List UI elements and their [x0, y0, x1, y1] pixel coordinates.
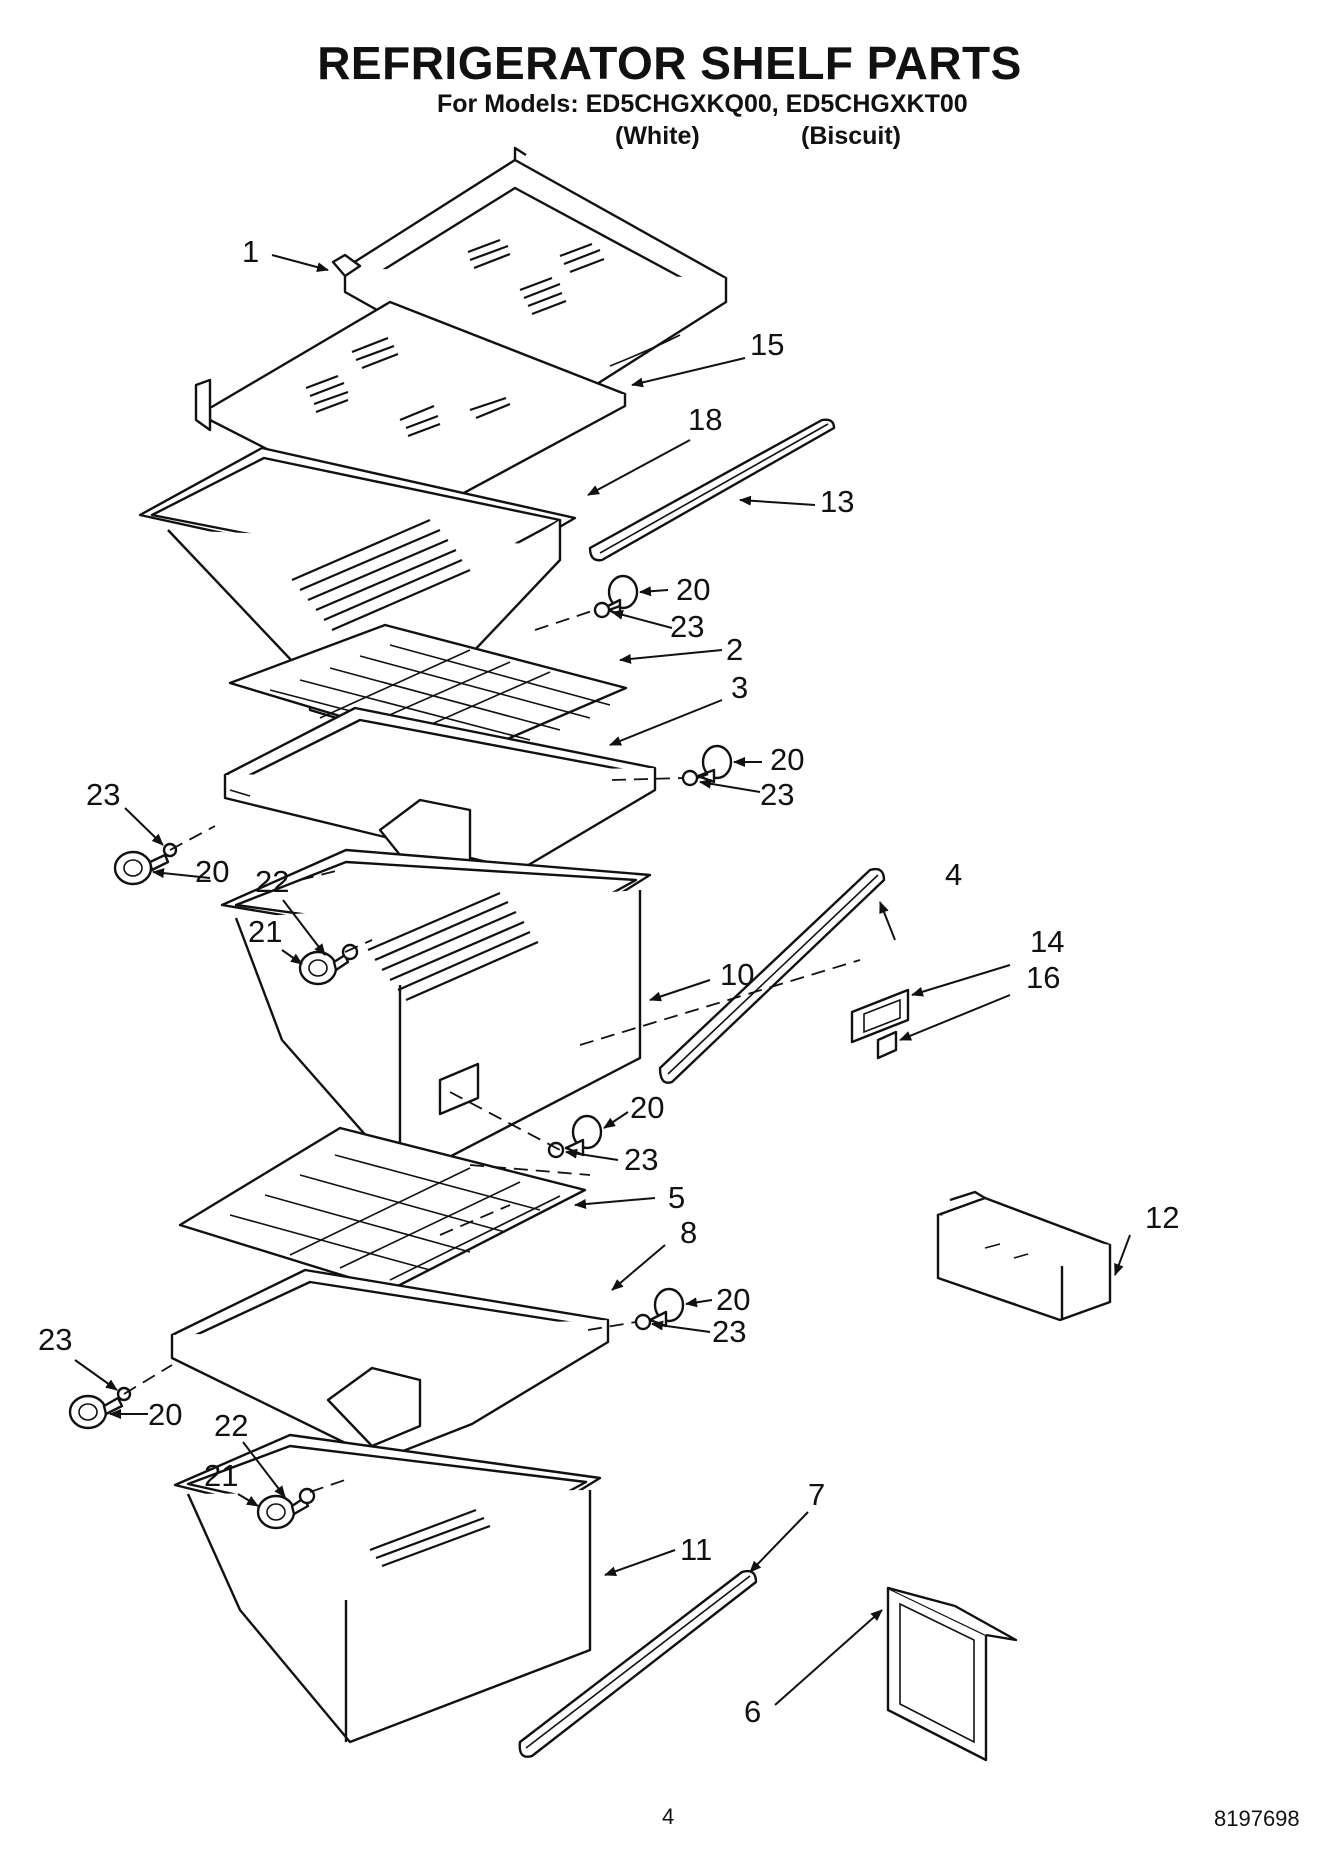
label-holder-part-6 [886, 1586, 1018, 1762]
callout-22-b: 22 [214, 1408, 248, 1443]
crisper-frame-part-8 [170, 1268, 610, 1462]
callout-23-a: 23 [670, 609, 704, 644]
screw-part-23-e [634, 1313, 652, 1331]
callout-10: 10 [720, 957, 754, 992]
callout-20-a: 20 [676, 572, 710, 607]
callout-20-b: 20 [770, 742, 804, 777]
models-line: For Models: ED5CHGXKQ00, ED5CHGXKT00 [437, 90, 968, 118]
callout-23-c: 23 [86, 777, 120, 812]
variant-white: (White) [615, 122, 700, 150]
assembly-dashed-lines [123, 609, 861, 1493]
callout-13: 13 [820, 484, 854, 519]
callout-12: 12 [1145, 1200, 1179, 1235]
clip-part-14 [850, 988, 910, 1044]
callout-7: 7 [808, 1477, 825, 1512]
door-bin-part-12 [936, 1190, 1112, 1322]
shelf-part-15 [194, 300, 627, 524]
callout-16: 16 [1026, 960, 1060, 995]
page-number: 4 [662, 1804, 675, 1829]
callout-20-d: 20 [630, 1090, 664, 1125]
callout-20-c: 20 [195, 854, 229, 889]
knob-part-20-e [648, 1287, 685, 1328]
callout-6: 6 [744, 1694, 761, 1729]
crisper-cover-glass-part-2 [228, 623, 628, 757]
callout-2: 2 [726, 632, 743, 667]
knob-part-20-c [113, 850, 170, 886]
callout-23-b: 23 [760, 777, 794, 812]
callout-1: 1 [242, 234, 259, 269]
knob-part-20-f [68, 1394, 124, 1430]
callout-8: 8 [680, 1215, 697, 1250]
screw-part-23-b [681, 769, 709, 787]
rail-part-4 [658, 867, 886, 1084]
callout-20-f: 20 [148, 1397, 182, 1432]
callout-3: 3 [731, 670, 748, 705]
callout-23-e: 23 [712, 1314, 746, 1349]
callout-23-d: 23 [624, 1142, 658, 1177]
callout-labels: 1 15 18 13 20 23 2 3 20 23 23 20 22 21 4… [38, 234, 1179, 1729]
knob-part-20-d [564, 1114, 603, 1157]
crisper-cover-glass-part-5 [178, 1126, 587, 1292]
callout-18: 18 [688, 402, 722, 437]
callout-22-a: 22 [255, 864, 289, 899]
callout-21-b: 21 [204, 1458, 238, 1493]
page-title: REFRIGERATOR SHELF PARTS [317, 37, 1022, 89]
upper-crisper-pan [138, 446, 577, 724]
callout-21-a: 21 [248, 914, 282, 949]
clip-part-16 [876, 1030, 898, 1060]
lower-crisper-pan-part-11 [173, 1433, 602, 1744]
callout-14: 14 [1030, 924, 1064, 959]
rail-part-13 [588, 418, 836, 562]
screw-part-23-a [593, 601, 621, 619]
variant-biscuit: (Biscuit) [801, 122, 901, 150]
callout-5: 5 [668, 1180, 685, 1215]
crisper-frame-part-3 [223, 706, 657, 882]
knob-part-21-a [298, 950, 350, 986]
document-number: 8197698 [1214, 1806, 1300, 1831]
callout-11: 11 [680, 1532, 712, 1567]
rail-part-7 [518, 1569, 758, 1758]
callout-23-f: 23 [38, 1322, 72, 1357]
callout-20-e: 20 [716, 1282, 750, 1317]
callout-15: 15 [750, 327, 784, 362]
leader-lines [74, 254, 1131, 1706]
callout-4: 4 [945, 857, 962, 892]
